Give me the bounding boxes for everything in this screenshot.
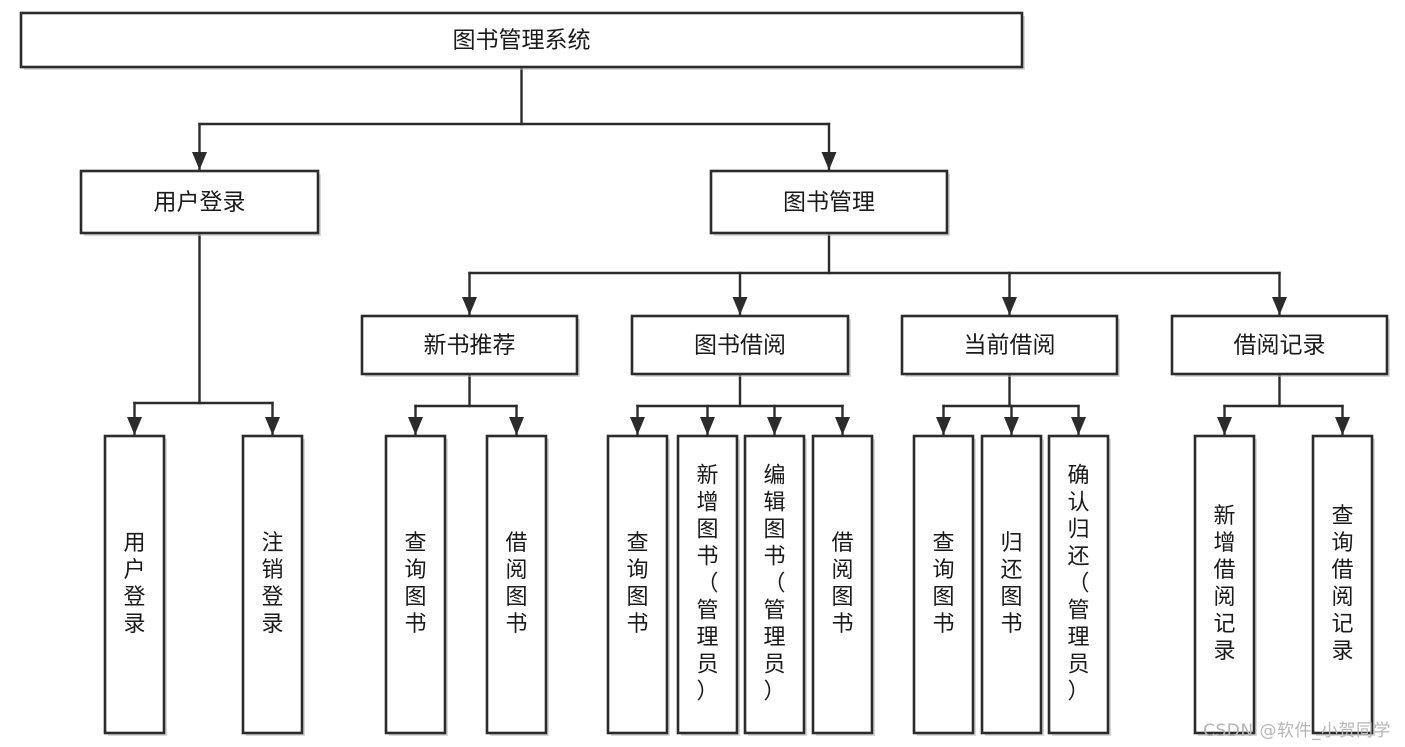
node-label: 借阅图书 [831, 531, 853, 637]
node-leaf-query-book-borrow[interactable]: 查询图书 [606, 434, 670, 736]
node-borrow-record[interactable]: 借阅记录 [1170, 314, 1390, 377]
node-label: 借阅记录 [1234, 333, 1326, 359]
arrow-head-icon [700, 417, 715, 435]
node-root[interactable]: 图书管理系统 [19, 11, 1025, 70]
node-leaf-query-book-current[interactable]: 查询图书 [912, 434, 976, 736]
node-leaf-return-book[interactable]: 归还图书 [980, 434, 1044, 736]
node-label: 编辑图书（管理员） [763, 464, 785, 705]
node-label: 新增借阅记录 [1213, 504, 1235, 664]
arrow-head-icon [509, 417, 524, 435]
node-box[interactable] [980, 434, 1043, 735]
node-label: 查询图书 [932, 531, 954, 637]
node-box[interactable] [103, 434, 166, 735]
node-book-borrow[interactable]: 图书借阅 [630, 314, 851, 377]
node-leaf-add-borrow-record[interactable]: 新增借阅记录 [1193, 434, 1257, 736]
node-box[interactable] [19, 11, 1024, 69]
node-box[interactable] [1311, 434, 1374, 735]
arrow-head-icon [462, 297, 477, 315]
arrow-head-icon [1335, 417, 1350, 435]
connector-layer [127, 65, 1350, 437]
node-leaf-logout-login[interactable]: 注销登录 [241, 434, 305, 736]
node-label: 用户登录 [154, 190, 246, 216]
node-label: 归还图书 [1000, 531, 1022, 637]
node-leaf-borrow-book-recommend[interactable]: 借阅图书 [485, 434, 549, 736]
node-box[interactable] [241, 434, 304, 735]
arrow-head-icon [192, 152, 207, 170]
node-box[interactable] [811, 434, 874, 735]
node-box[interactable] [485, 434, 548, 735]
arrow-head-icon [1217, 417, 1232, 435]
arrow-head-icon [936, 417, 951, 435]
node-box[interactable] [709, 169, 949, 235]
node-new-book-recommend[interactable]: 新书推荐 [360, 314, 580, 377]
node-leaf-query-book-recommend[interactable]: 查询图书 [384, 434, 448, 736]
node-label: 借阅图书 [505, 531, 527, 637]
arrow-head-icon [1004, 417, 1019, 435]
node-user-login[interactable]: 用户登录 [79, 169, 321, 236]
node-label: 图书管理系统 [453, 28, 591, 54]
node-box[interactable] [676, 434, 739, 735]
arrow-head-icon [732, 297, 748, 315]
node-leaf-confirm-return-admin[interactable]: 确认归还（管理员） [1047, 434, 1111, 736]
arrow-head-icon [835, 417, 850, 435]
node-box[interactable] [1047, 434, 1110, 735]
csdn-watermark: CSDN @软件_小贺同学 [1203, 721, 1391, 741]
node-layer: 图书管理系统用户登录图书管理新书推荐图书借阅当前借阅借阅记录用户登录注销登录查询… [19, 11, 1390, 736]
node-label: 查询图书 [626, 531, 648, 637]
arrow-head-icon [767, 417, 782, 435]
node-label: 查询图书 [404, 531, 426, 637]
node-label: 注销登录 [261, 531, 283, 637]
arrow-head-icon [630, 417, 645, 435]
node-box[interactable] [384, 434, 447, 735]
node-box[interactable] [743, 434, 806, 735]
arrow-head-icon [1071, 417, 1086, 435]
arrow-head-icon [127, 417, 142, 435]
node-label: 新增图书（管理员） [696, 464, 718, 705]
node-label: 查询借阅记录 [1331, 504, 1353, 664]
node-box[interactable] [360, 314, 579, 376]
node-box[interactable] [630, 314, 850, 376]
node-leaf-user-login[interactable]: 用户登录 [103, 434, 167, 736]
node-box[interactable] [1170, 314, 1389, 376]
arrow-head-icon [408, 417, 423, 435]
node-label: 新书推荐 [424, 333, 516, 359]
node-label: 图书管理 [783, 190, 875, 216]
arrow-head-icon [1272, 297, 1287, 315]
arrow-head-icon [821, 152, 837, 170]
node-label: 用户登录 [123, 531, 145, 637]
node-box[interactable] [912, 434, 975, 735]
node-box[interactable] [79, 169, 320, 235]
node-label: 图书借阅 [694, 333, 786, 359]
node-leaf-borrow-book[interactable]: 借阅图书 [811, 434, 875, 736]
node-leaf-add-book-admin[interactable]: 新增图书（管理员） [676, 434, 740, 736]
node-box[interactable] [900, 314, 1119, 376]
node-box[interactable] [606, 434, 669, 735]
node-current-borrow[interactable]: 当前借阅 [900, 314, 1120, 377]
arrow-head-icon [265, 417, 280, 435]
node-leaf-edit-book-admin[interactable]: 编辑图书（管理员） [743, 434, 807, 736]
node-label: 当前借阅 [964, 333, 1056, 359]
node-book-management[interactable]: 图书管理 [709, 169, 950, 236]
arrow-head-icon [1002, 297, 1017, 315]
node-box[interactable] [1193, 434, 1256, 735]
node-label: 确认归还（管理员） [1067, 464, 1089, 705]
node-leaf-query-borrow-record[interactable]: 查询借阅记录 [1311, 434, 1375, 736]
